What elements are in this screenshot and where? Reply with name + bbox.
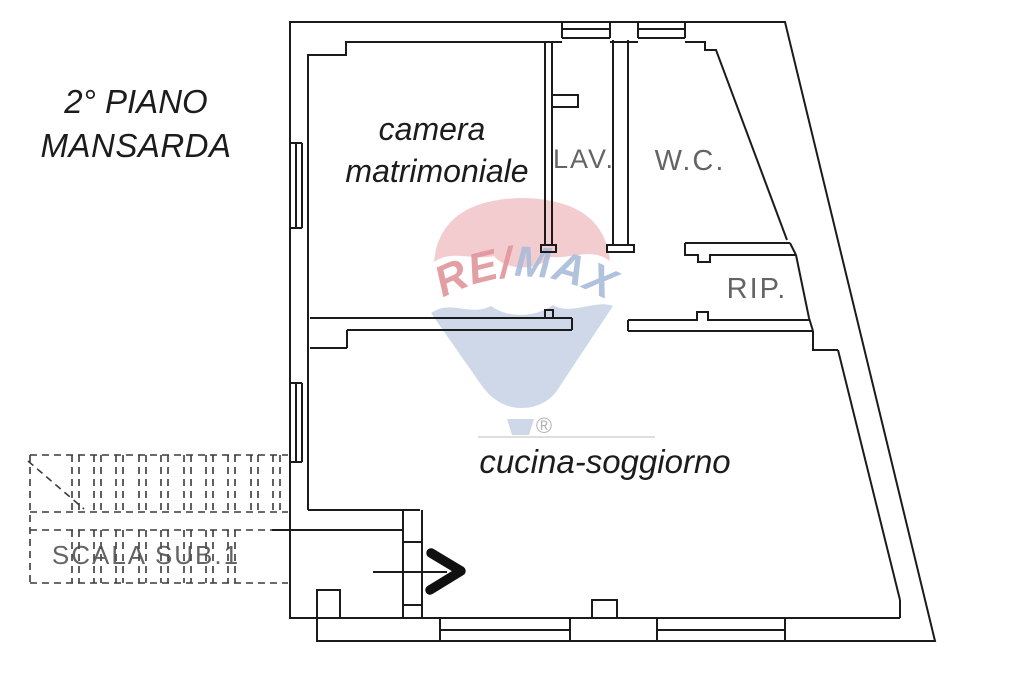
- balloon-top-icon: [434, 198, 610, 268]
- room-label-laundry: LAV.: [553, 144, 615, 174]
- inner-top-wall: [307, 41, 788, 510]
- laundry-wall: [540, 42, 579, 253]
- staircase-label: SCALA SUB.1: [52, 540, 240, 570]
- bottom-windows: [439, 599, 786, 641]
- registered-trademark-icon: ®: [536, 413, 552, 438]
- room-label-wc: W.C.: [655, 145, 726, 177]
- staircase-upper-steps: [71, 455, 281, 512]
- staircase-lower-steps: [71, 530, 236, 583]
- room-label-storage: RIP.: [727, 273, 788, 305]
- room-label-bedroom-line2: matrimoniale: [345, 153, 528, 189]
- vestibule-walls: [272, 509, 423, 641]
- room-label-bedroom-line1: camera: [379, 111, 486, 147]
- floor-title-line2: MANSARDA: [40, 127, 231, 164]
- staircase-frame: [27, 454, 288, 584]
- balloon-basket-icon: [507, 419, 534, 435]
- balloon-bottom-icon: [431, 304, 613, 408]
- storage-top-wall: [684, 242, 810, 319]
- floor-title-line1: 2° PIANO: [63, 83, 207, 120]
- living-right-wall: [627, 311, 901, 618]
- middle-wall: [310, 309, 573, 349]
- remax-wordmark-max: MAX: [513, 238, 626, 310]
- top-windows: [561, 22, 686, 39]
- entrance: [373, 548, 466, 595]
- wc-wall: [606, 40, 635, 253]
- room-label-kitchen-living: cucina-soggiorno: [479, 443, 730, 480]
- left-windows: [290, 142, 303, 463]
- walls: [272, 21, 937, 642]
- entrance-arrow-icon: [425, 548, 466, 595]
- staircase: [27, 454, 288, 584]
